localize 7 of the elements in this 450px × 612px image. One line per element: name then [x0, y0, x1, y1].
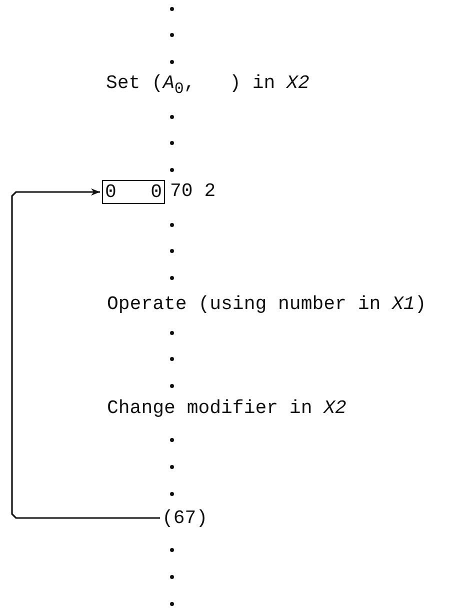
step-text: Set (A$_{0}$, ) in X2 — [106, 72, 310, 100]
instruction-code: 70 2 — [170, 180, 216, 202]
step-text: Change modifier in X2 — [107, 397, 346, 419]
statement-label: (67) — [162, 507, 208, 529]
boxed-field: 0 0 — [102, 180, 166, 204]
step-text: Operate (using number in X1) — [107, 293, 426, 315]
loop-arrow — [11, 188, 160, 519]
